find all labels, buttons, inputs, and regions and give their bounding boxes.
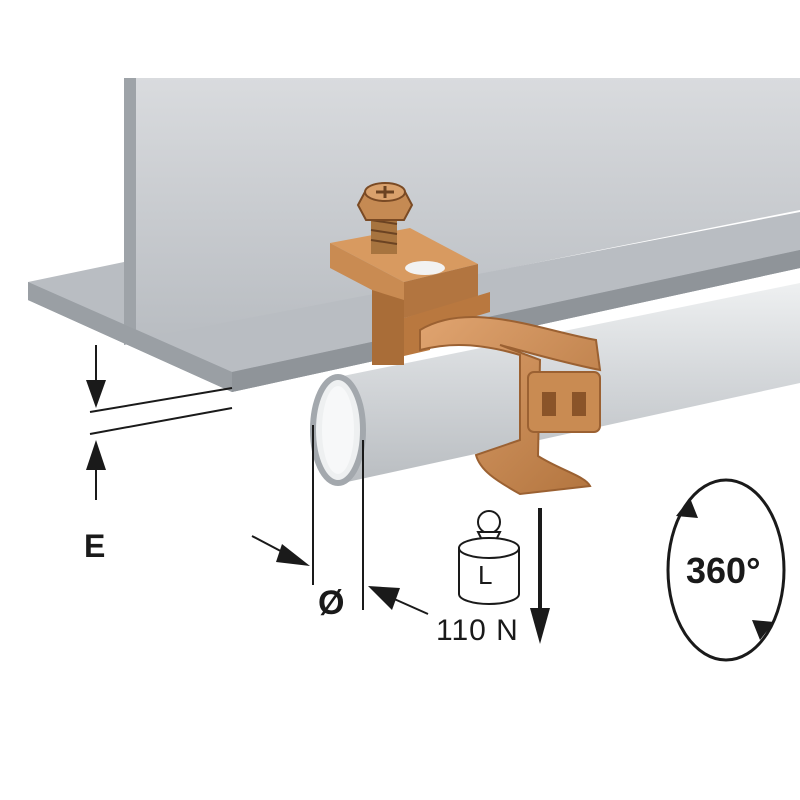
- rotation-icon: [666, 478, 786, 662]
- weight-icon: [458, 510, 520, 605]
- load-weight-label: L: [478, 560, 493, 590]
- load-value-label: 110 N: [436, 614, 519, 647]
- pipe-diameter-label: Ø: [318, 584, 345, 622]
- bronze-clamp: [330, 228, 602, 496]
- beam-web: [124, 78, 800, 345]
- load-arrow: [530, 508, 550, 644]
- flange-thickness-label: E: [84, 528, 106, 564]
- pipe-diameter-dimension: [251, 425, 429, 615]
- rotation-label: 360°: [686, 550, 761, 591]
- screw: [356, 182, 414, 254]
- flange-thickness-dimension: [86, 345, 233, 500]
